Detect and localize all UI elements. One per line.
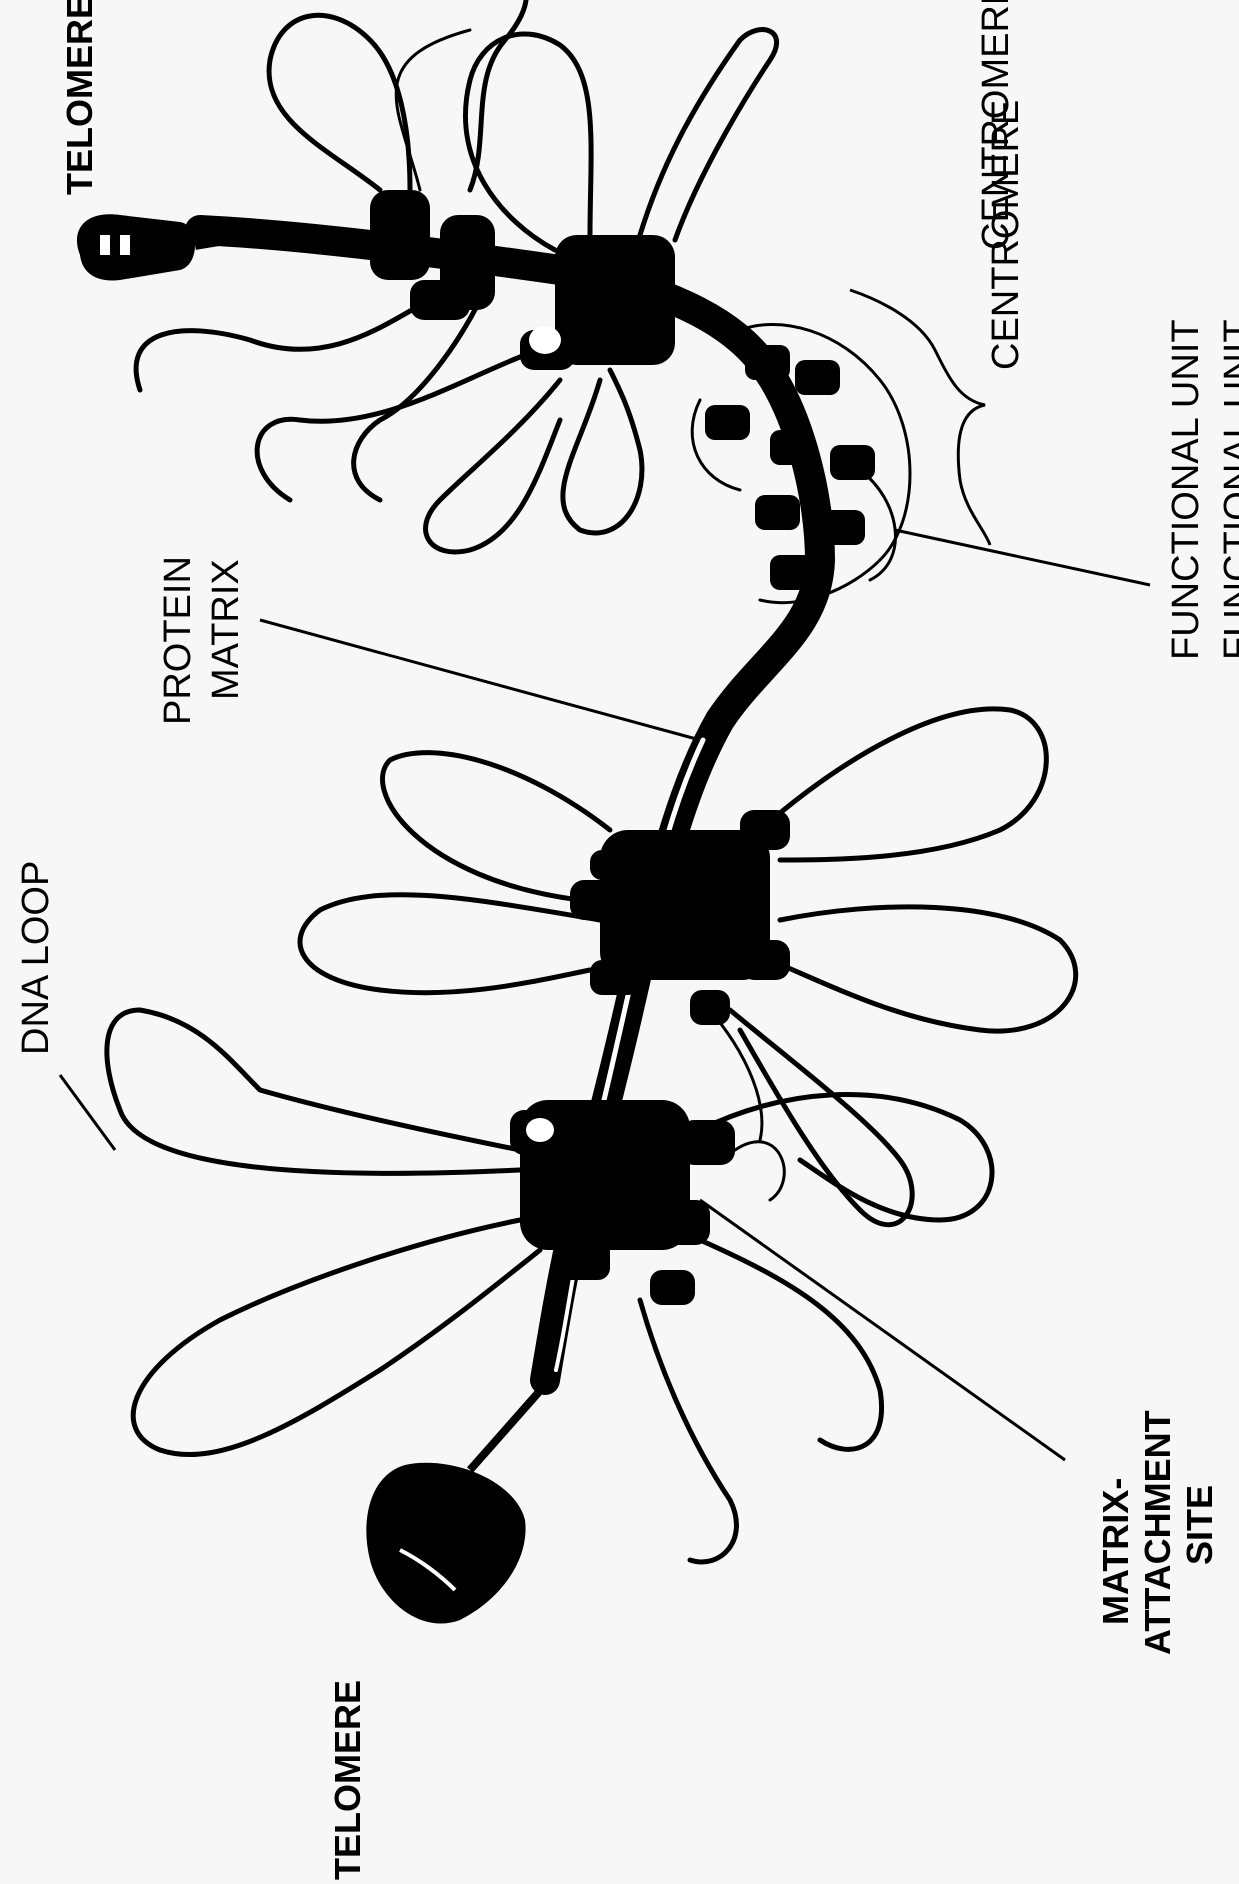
label-matrix-attachment-line3: SITE (1179, 1485, 1220, 1565)
telomere-bottom-icon (366, 1385, 545, 1624)
label-telomere-bottom: TELOMERE (327, 1680, 368, 1880)
label-functional-unit-b: FUNCTIONAL UNIT (1217, 319, 1239, 660)
label-protein-matrix-line2: MATRIX (205, 559, 247, 700)
label-functional-unit: FUNCTIONAL UNIT (1165, 319, 1207, 660)
label-centromere-region: CENTROMERE (985, 100, 1027, 370)
leader-functional-unit (895, 530, 1150, 585)
label-dna-loop: DNA LOOP (15, 861, 57, 1055)
label-protein-matrix-line1: PROTEIN (157, 556, 199, 725)
centromere-brace (850, 290, 990, 545)
label-telomere-top: TELOMERE (59, 0, 100, 195)
protein-matrix-backbone (200, 230, 820, 1380)
label-matrix-attachment-line1: MATRIX- (1095, 1478, 1136, 1625)
leader-dna-loop (60, 1075, 115, 1150)
attachment-cluster-middle (570, 810, 790, 1025)
functional-unit-coils (692, 324, 910, 602)
label-matrix-attachment-line2: ATTACHMENT (1137, 1410, 1178, 1655)
leader-protein-matrix (260, 620, 700, 740)
